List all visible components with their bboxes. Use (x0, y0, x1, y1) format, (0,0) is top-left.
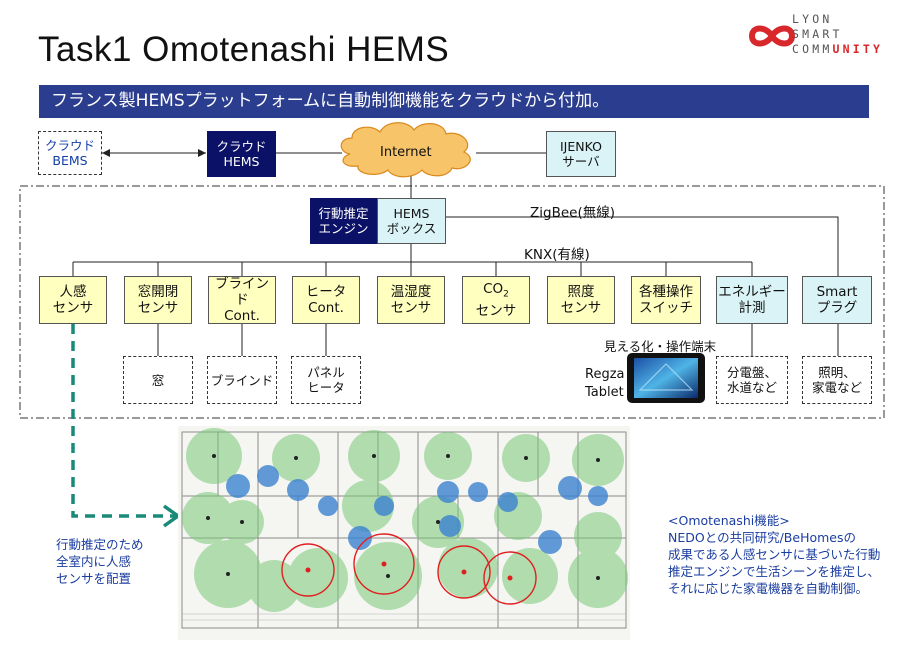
knx-label: KNX(有線) (524, 247, 590, 263)
window-device-box: 窓 (123, 356, 193, 404)
behavior-engine-box: 行動推定エンジン (310, 198, 377, 244)
sensor-placement-note: 行動推定のため全室内に人感センサを配置 (56, 537, 144, 586)
floor-plan-image (178, 426, 630, 640)
internet-cloud-icon (340, 122, 471, 178)
appliances-box: 照明、家電など (802, 356, 872, 404)
window-sensor-box: 窓開閉センサ (124, 276, 192, 324)
sensor-coverage-green (182, 428, 628, 612)
tablet-icon (627, 353, 705, 403)
distribution-board-box: 分電盤、水道など (716, 356, 788, 404)
lyon-logo-icon (748, 25, 796, 47)
page-title: Task1 Omotenashi HEMS (38, 30, 450, 69)
zigbee-link (446, 216, 839, 276)
sensor-coverage-red (281, 533, 537, 605)
panel-heater-box: パネルヒータ (291, 356, 361, 404)
subtitle-banner: フランス製HEMSプラットフォームに自動制御機能をクラウドから付加。 (39, 85, 869, 118)
motion-sensor-box: 人感センサ (39, 276, 107, 324)
sensor-placement-arrow (71, 324, 176, 518)
illuminance-sensor-box: 照度センサ (547, 276, 615, 324)
logo-wordmark: LYON SMART COMMUNITY (792, 12, 884, 56)
switches-box: 各種操作スイッチ (631, 276, 701, 324)
sensor-coverage-blue (226, 465, 608, 554)
blind-device-box: ブラインド (207, 356, 277, 404)
home-network-frame (19, 185, 885, 419)
omotenashi-description: <Omotenashi機能> NEDOとの共同研究/BeHomesの 成果である… (668, 513, 881, 596)
internet-label: Internet (380, 145, 432, 160)
energy-meter-box: エネルギー計測 (716, 276, 788, 324)
zigbee-label: ZigBee(無線) (530, 205, 615, 221)
temp-humidity-sensor-box: 温湿度センサ (377, 276, 445, 324)
tablet-caption: 見える化・操作端末 (604, 339, 717, 354)
